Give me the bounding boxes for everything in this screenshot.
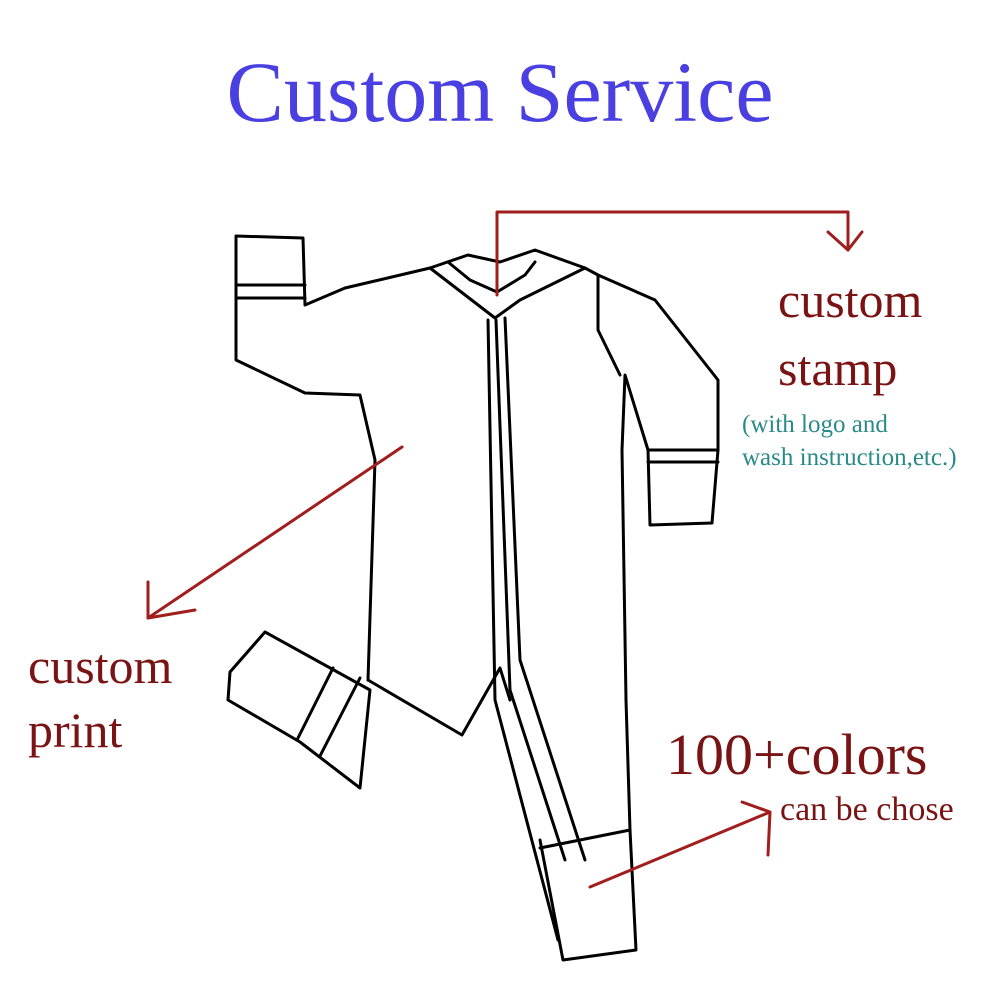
zipper-strip-mid bbox=[494, 318, 567, 862]
page-title: Custom Service bbox=[226, 44, 774, 140]
callout-arrows bbox=[146, 210, 864, 889]
left-bootie bbox=[226, 630, 372, 790]
garment-left-body bbox=[234, 234, 432, 682]
zipper-strip-right bbox=[503, 316, 587, 862]
stamp-note-line2: wash instruction,etc.) bbox=[742, 444, 957, 471]
garment-right-body bbox=[538, 266, 720, 962]
right-cuff-line bbox=[646, 448, 720, 464]
left-cuff-line bbox=[234, 283, 307, 300]
custom-print-label-line1: custom bbox=[28, 638, 173, 694]
custom-stamp-label-line2: stamp bbox=[778, 340, 898, 396]
print-arrow bbox=[146, 445, 404, 620]
zipper-strip-left bbox=[486, 318, 560, 942]
custom-stamp-label-line1: custom bbox=[778, 272, 923, 328]
stamp-arrow-head bbox=[826, 230, 864, 252]
left-bootie-band bbox=[295, 666, 362, 758]
custom-print-label-line2: print bbox=[28, 702, 123, 758]
stamp-arrow bbox=[495, 210, 850, 297]
left-foot bbox=[366, 666, 512, 737]
colors-arrow bbox=[588, 810, 772, 889]
print-arrow-head bbox=[146, 580, 197, 620]
colors-count-label: 100+colors bbox=[666, 722, 928, 787]
colors-note-label: can be chose bbox=[780, 791, 954, 828]
garment-icon bbox=[226, 234, 720, 962]
colors-arrow-head bbox=[740, 800, 772, 857]
right-bootie-band bbox=[538, 828, 632, 850]
right-sleeve-seam bbox=[596, 273, 622, 377]
stamp-note-line1: (with logo and bbox=[742, 411, 888, 438]
